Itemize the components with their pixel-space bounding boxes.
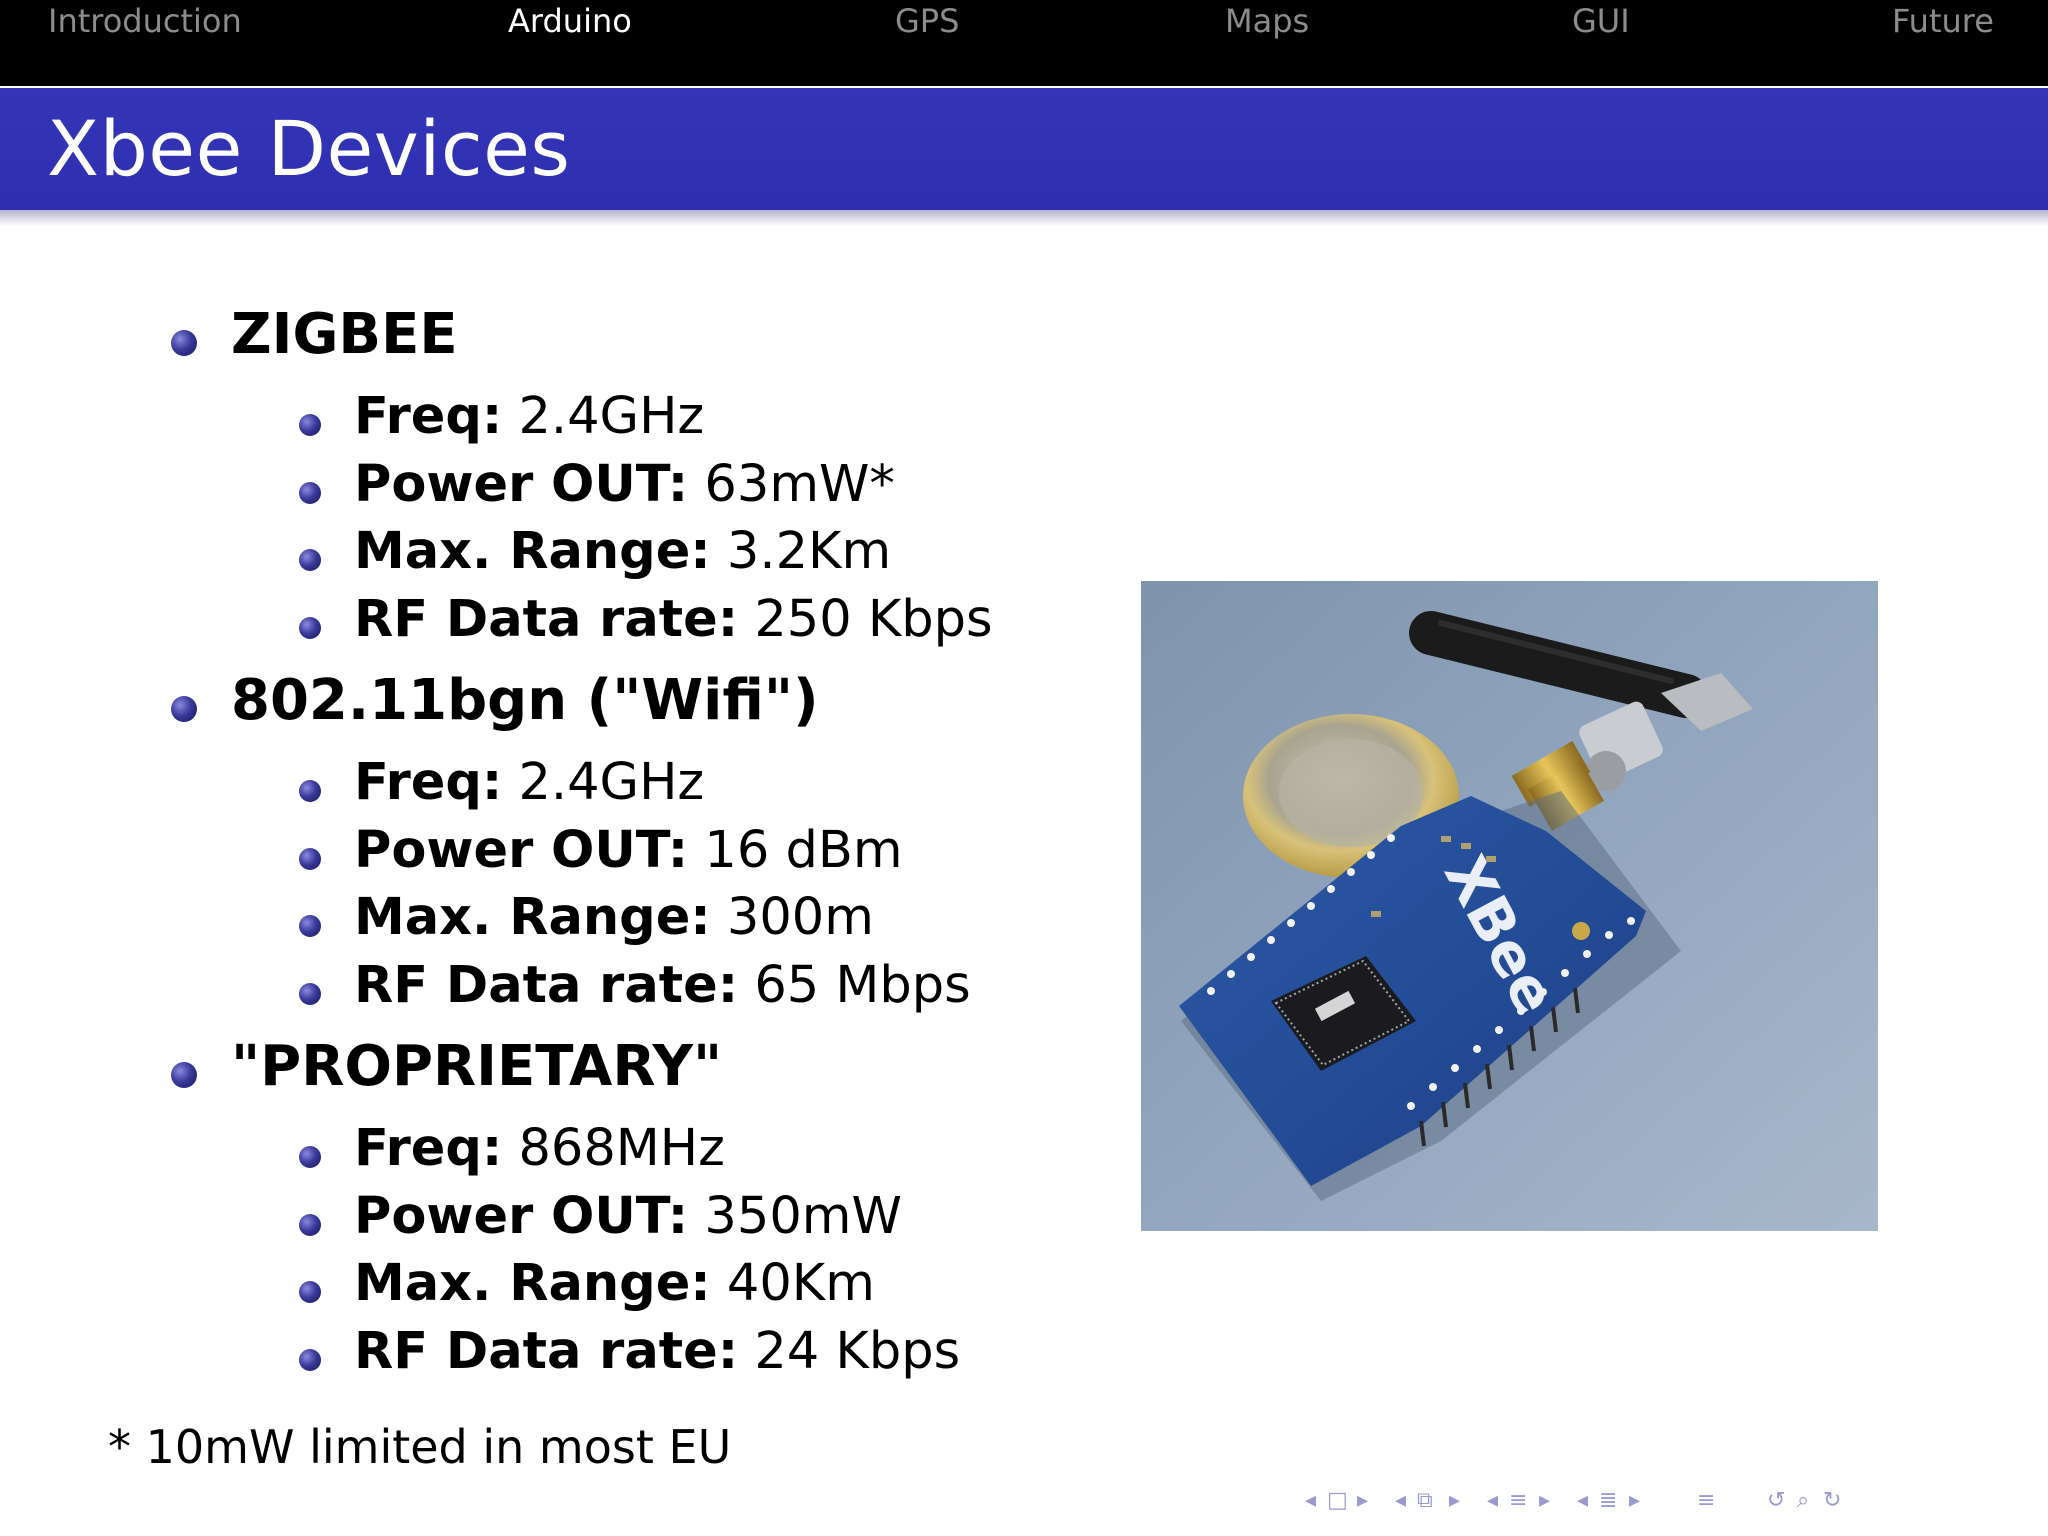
list-item: RF Data rate: 24 Kbps <box>354 1322 960 1381</box>
list-item: Power OUT: 63mW* <box>354 455 895 514</box>
nav-next-frame-icon[interactable]: ▸ <box>1449 1488 1461 1513</box>
bullet-icon <box>299 915 321 937</box>
bullet-icon <box>299 1214 321 1236</box>
nav-item-gui[interactable]: GUI <box>1572 2 1630 40</box>
nav-slide-icon[interactable]: □ <box>1327 1488 1348 1513</box>
section-navigation-bar: Introduction Arduino GPS Maps GUI Future <box>0 0 2048 86</box>
item-label: RF Data rate: <box>354 1322 739 1381</box>
item-value: 300m <box>726 888 874 947</box>
list-item: Max. Range: 300m <box>354 888 874 947</box>
list-item: Freq: 2.4GHz <box>354 753 704 812</box>
list-item: Max. Range: 40Km <box>354 1254 875 1313</box>
nav-item-future[interactable]: Future <box>1892 2 1994 40</box>
section-title-wifi: 802.11bgn ("Wifi") <box>231 668 819 733</box>
bullet-icon <box>299 983 321 1005</box>
list-item: Power OUT: 16 dBm <box>354 821 903 880</box>
nav-prev-frame-icon[interactable]: ◂ <box>1395 1488 1407 1513</box>
item-value: 65 Mbps <box>754 956 971 1015</box>
bullet-icon <box>299 549 321 571</box>
item-label: Power OUT: <box>354 1187 689 1246</box>
section-title-proprietary: "PROPRIETARY" <box>231 1034 723 1099</box>
list-item: RF Data rate: 65 Mbps <box>354 956 971 1015</box>
section-title-zigbee: ZIGBEE <box>231 302 458 367</box>
nav-next-subsection-icon[interactable]: ▸ <box>1539 1488 1551 1513</box>
item-label: Max. Range: <box>354 522 711 581</box>
list-item: Freq: 2.4GHz <box>354 387 704 446</box>
item-value: 24 Kbps <box>754 1322 961 1381</box>
nav-item-introduction[interactable]: Introduction <box>48 2 242 40</box>
slide-title: Xbee Devices <box>47 104 571 193</box>
nav-next-slide-icon[interactable]: ▸ <box>1357 1488 1369 1513</box>
bullet-icon <box>299 1146 321 1168</box>
item-value: 2.4GHz <box>518 387 705 446</box>
nav-prev-section-icon[interactable]: ◂ <box>1577 1488 1589 1513</box>
list-item: RF Data rate: 250 Kbps <box>354 590 993 649</box>
item-value: 3.2Km <box>726 522 892 581</box>
xbee-module-photo: XBee <box>1141 581 1878 1231</box>
item-label: Max. Range: <box>354 888 711 947</box>
nav-next-section-icon[interactable]: ▸ <box>1629 1488 1641 1513</box>
item-label: Freq: <box>354 387 503 446</box>
item-label: Freq: <box>354 753 503 812</box>
nav-section-icon[interactable]: ≣ <box>1599 1488 1618 1513</box>
item-label: RF Data rate: <box>354 590 739 649</box>
item-value: 40Km <box>726 1254 875 1313</box>
bullet-icon <box>299 482 321 504</box>
nav-prev-subsection-icon[interactable]: ◂ <box>1487 1488 1499 1513</box>
bullet-icon <box>299 414 321 436</box>
list-item: Power OUT: 350mW <box>354 1187 902 1246</box>
item-value: 63mW* <box>704 455 895 514</box>
item-value: 2.4GHz <box>518 753 705 812</box>
item-label: Power OUT: <box>354 455 689 514</box>
list-item: Freq: 868MHz <box>354 1119 725 1178</box>
nav-forward-icon[interactable]: ↻ <box>1823 1488 1842 1513</box>
list-item: Max. Range: 3.2Km <box>354 522 891 581</box>
nav-item-maps[interactable]: Maps <box>1225 2 1310 40</box>
item-value: 250 Kbps <box>754 590 993 649</box>
item-value: 350mW <box>704 1187 902 1246</box>
nav-back-icon[interactable]: ↺ <box>1767 1488 1786 1513</box>
nav-search-icon[interactable]: ⌕ <box>1797 1488 1810 1513</box>
bullet-icon <box>299 1281 321 1303</box>
item-label: Power OUT: <box>354 821 689 880</box>
nav-prev-slide-icon[interactable]: ◂ <box>1305 1488 1317 1513</box>
nav-frame-icon[interactable]: ⧉ <box>1417 1488 1433 1513</box>
bullet-icon <box>171 1062 197 1088</box>
bullet-icon <box>299 848 321 870</box>
bullet-icon <box>171 696 197 722</box>
bullet-icon <box>299 617 321 639</box>
item-value: 868MHz <box>518 1119 725 1178</box>
bullet-icon <box>171 330 197 356</box>
nav-item-gps[interactable]: GPS <box>895 2 960 40</box>
item-value: 16 dBm <box>704 821 903 880</box>
bullet-icon <box>299 780 321 802</box>
item-label: Max. Range: <box>354 1254 711 1313</box>
bullet-icon <box>299 1349 321 1371</box>
nav-subsection-icon[interactable]: ≡ <box>1509 1488 1528 1513</box>
nav-toc-icon[interactable]: ≡ <box>1697 1488 1716 1513</box>
title-bar <box>0 88 2048 210</box>
item-label: Freq: <box>354 1119 503 1178</box>
title-bar-shadow <box>0 210 2048 226</box>
nav-item-arduino[interactable]: Arduino <box>508 2 632 40</box>
item-label: RF Data rate: <box>354 956 739 1015</box>
footnote: * 10mW limited in most EU <box>108 1420 732 1474</box>
